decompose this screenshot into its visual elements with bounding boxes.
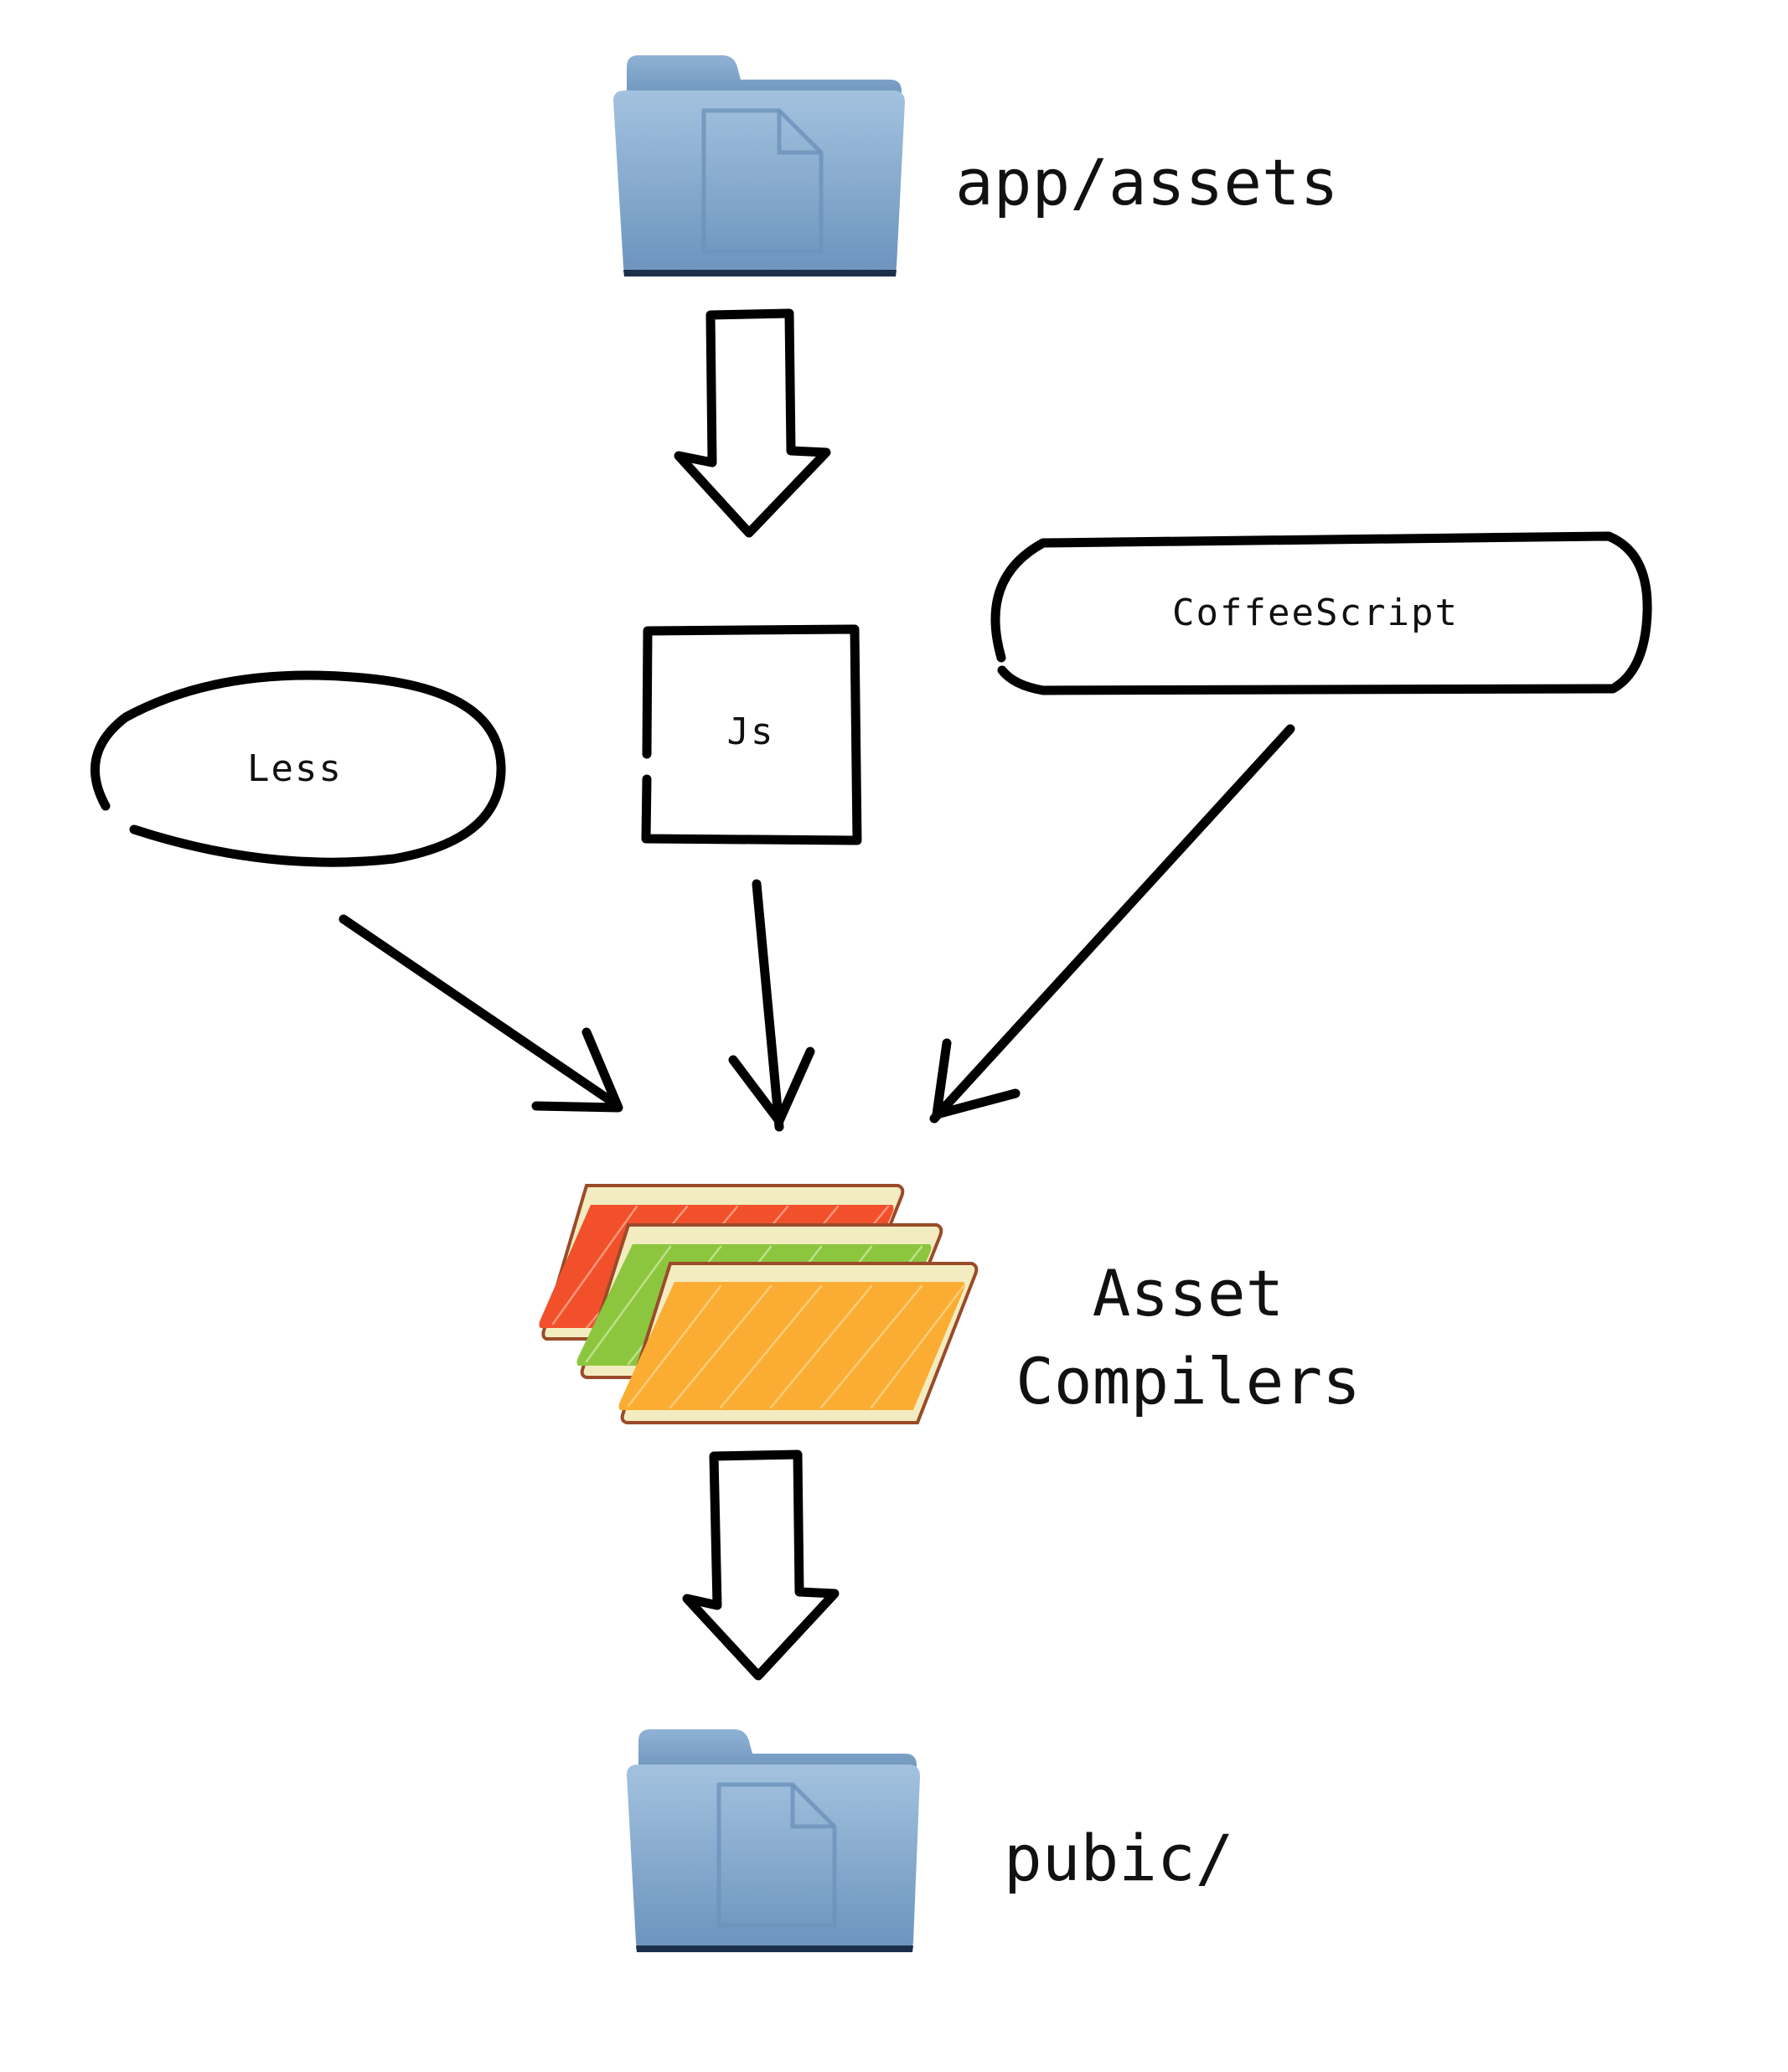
output-folder-label: pubic/ — [1004, 1821, 1234, 1895]
coffeescript-label: CoffeeScript — [1172, 592, 1459, 634]
block-arrow-source-to-js — [674, 308, 831, 538]
compilers-label-line1: Asset — [1093, 1256, 1284, 1331]
output-folder-icon — [627, 1729, 920, 1952]
arrow-less-to-compilers — [338, 914, 623, 1113]
less-label: Less — [247, 747, 343, 790]
arrow-coffeescript-to-compilers — [929, 724, 1295, 1124]
coffeescript-node — [990, 531, 1652, 695]
stacked-cards-icon — [539, 1184, 979, 1424]
js-label: Js — [727, 710, 775, 753]
compilers-label-line2: Compilers — [1015, 1344, 1361, 1418]
block-arrow-compilers-to-output — [682, 1449, 840, 1681]
less-node — [90, 670, 506, 867]
js-node — [641, 624, 862, 845]
arrow-js-to-compilers — [728, 879, 815, 1132]
source-folder-label: app/assets — [955, 145, 1339, 220]
source-folder-icon — [613, 55, 905, 276]
